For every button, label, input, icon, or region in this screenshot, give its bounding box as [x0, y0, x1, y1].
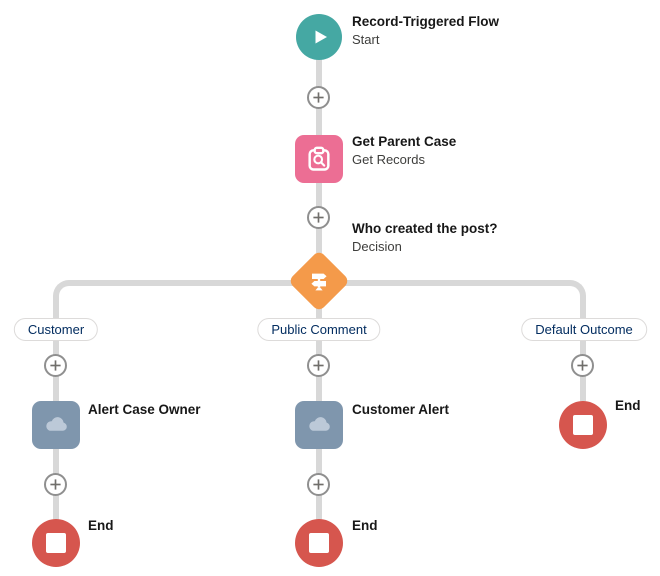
add-icon	[313, 92, 324, 103]
start-node[interactable]	[296, 14, 342, 60]
end-node-label: End	[88, 517, 114, 535]
play-icon	[315, 30, 327, 44]
add-icon	[50, 360, 61, 371]
add-element-button[interactable]	[44, 354, 67, 377]
node-subtitle: Start	[352, 32, 380, 47]
connector-line	[580, 298, 586, 401]
node-title: End	[88, 518, 114, 533]
branch-label-default-outcome[interactable]: Default Outcome	[521, 318, 647, 341]
get-records-node[interactable]	[295, 135, 343, 183]
add-icon	[313, 360, 324, 371]
add-icon	[313, 479, 324, 490]
start-node-label: Record-Triggered Flow Start	[352, 13, 499, 49]
action-node-label: Alert Case Owner	[88, 401, 201, 419]
node-title: Customer Alert	[352, 402, 450, 417]
add-icon	[313, 212, 324, 223]
add-element-button[interactable]	[307, 473, 330, 496]
node-title: Get Parent Case	[352, 134, 457, 149]
node-subtitle: Decision	[352, 239, 402, 254]
branch-label-customer[interactable]: Customer	[13, 318, 99, 341]
node-title: Alert Case Owner	[88, 402, 201, 417]
end-node-label: End	[352, 517, 378, 535]
node-title: Record-Triggered Flow	[352, 14, 500, 29]
add-element-button[interactable]	[307, 206, 330, 229]
add-element-button[interactable]	[44, 473, 67, 496]
node-title: End	[615, 398, 641, 413]
end-node-customer[interactable]	[32, 519, 80, 567]
add-element-button[interactable]	[307, 86, 330, 109]
add-icon	[50, 479, 61, 490]
node-title: Who created the post?	[352, 221, 498, 236]
add-element-button[interactable]	[571, 354, 594, 377]
connector-line	[53, 298, 59, 401]
end-node-label: End	[615, 397, 641, 415]
cloud-icon	[46, 417, 67, 431]
record-lookup-icon	[308, 146, 330, 171]
add-icon	[577, 360, 588, 371]
cloud-icon	[309, 417, 330, 431]
stop-icon	[309, 533, 329, 553]
end-node-default[interactable]	[559, 401, 607, 449]
get-records-node-label: Get Parent Case Get Records	[352, 133, 456, 169]
decision-node-label: Who created the post? Decision	[352, 220, 498, 256]
stop-icon	[46, 533, 66, 553]
end-node-public-comment[interactable]	[295, 519, 343, 567]
action-node-alert-case-owner[interactable]	[32, 401, 80, 449]
stop-icon	[573, 415, 593, 435]
action-node-customer-alert[interactable]	[295, 401, 343, 449]
node-title: End	[352, 518, 378, 533]
add-element-button[interactable]	[307, 354, 330, 377]
node-subtitle: Get Records	[352, 152, 425, 167]
action-node-label: Customer Alert	[352, 401, 449, 419]
branch-label-public-comment[interactable]: Public Comment	[257, 318, 381, 341]
